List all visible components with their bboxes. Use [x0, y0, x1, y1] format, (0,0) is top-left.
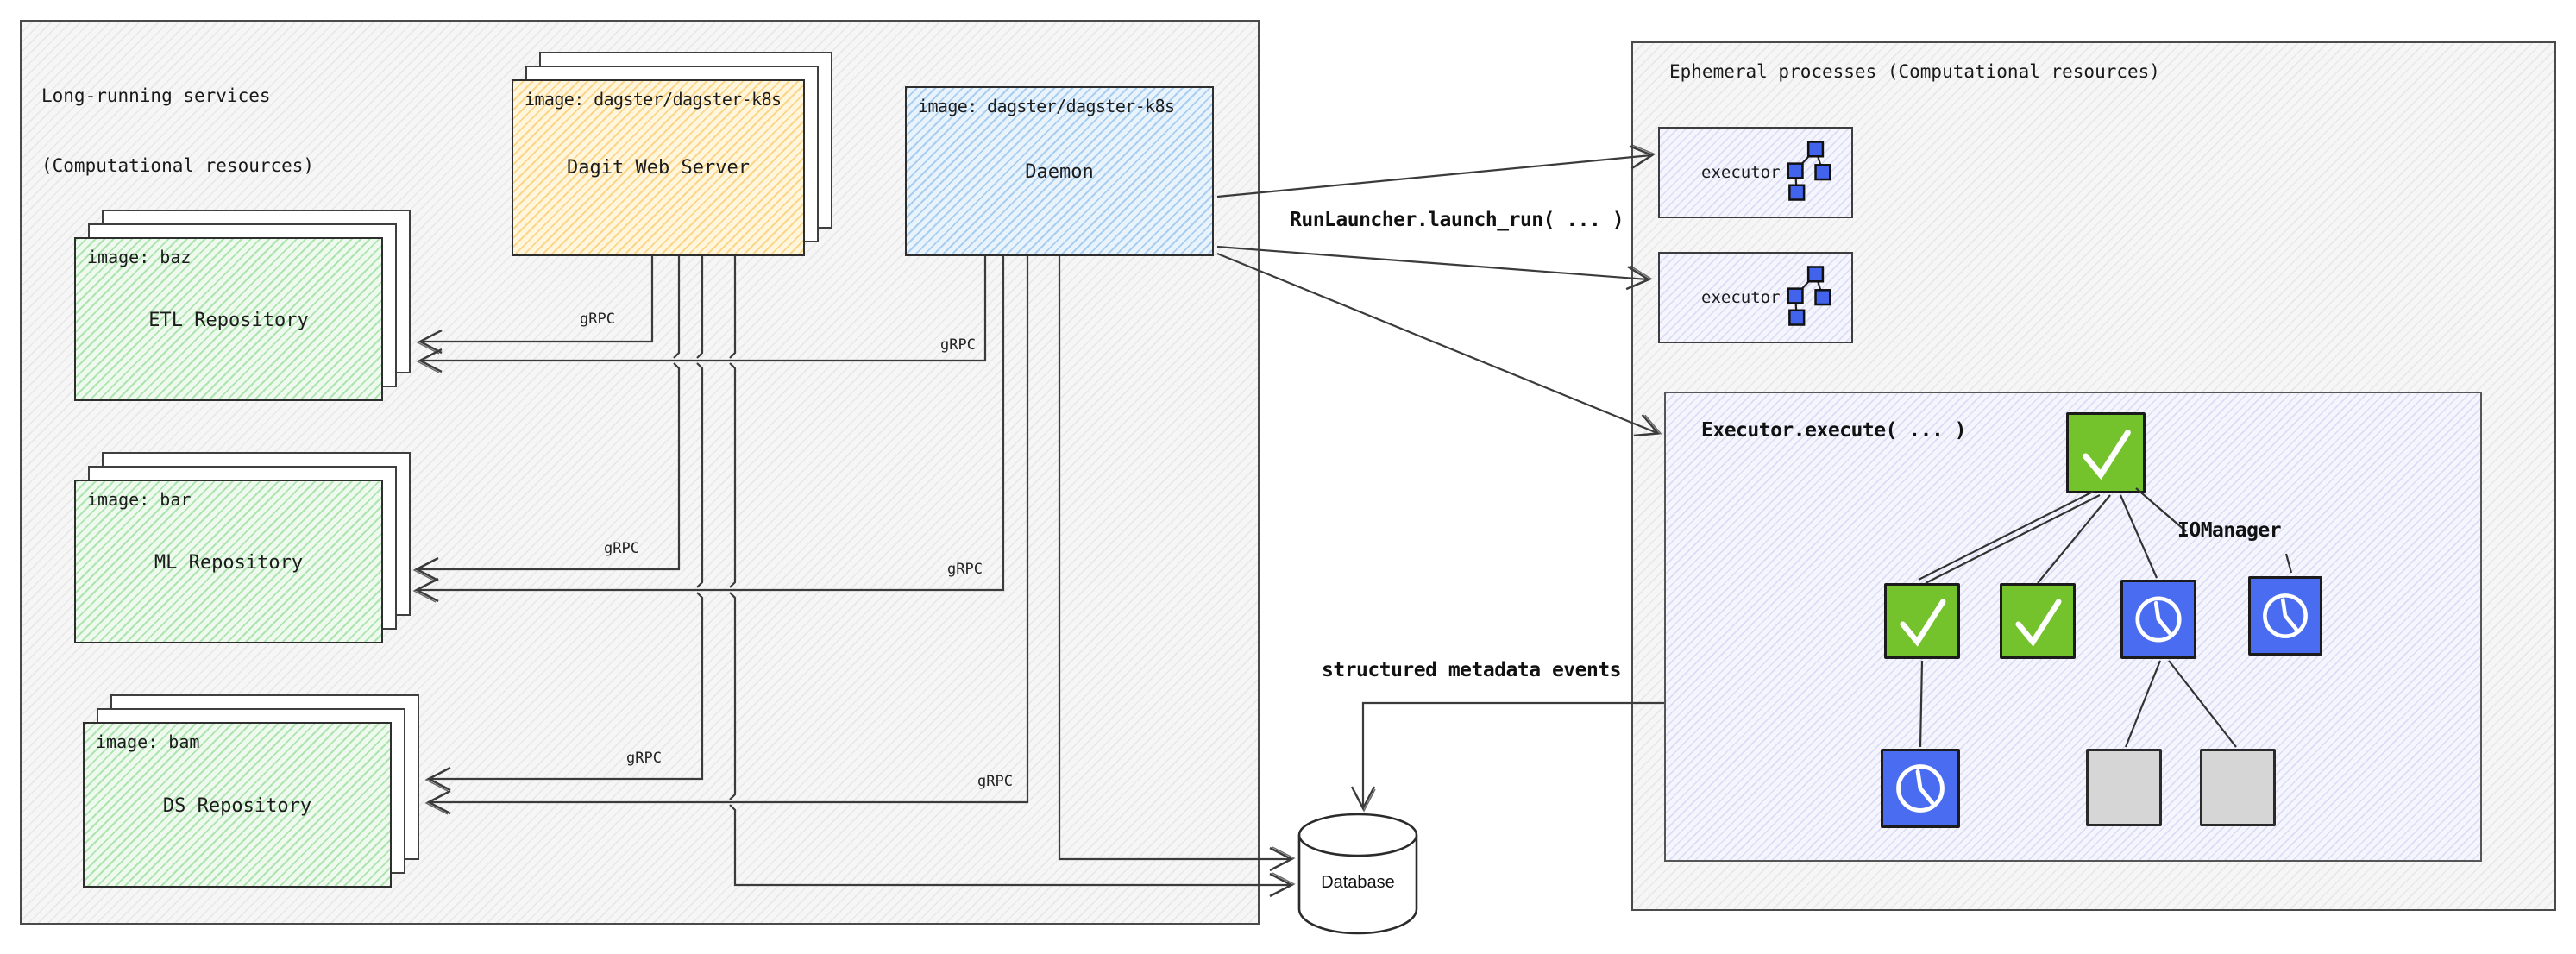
step-node-waiting [2120, 580, 2196, 659]
executor-box-1: executor [1658, 127, 1853, 218]
etl-name: ETL Repository [148, 309, 309, 331]
step-node-waiting [2248, 576, 2322, 656]
dagit-image-label: image: dagster/dagster-k8s [525, 89, 782, 110]
step-node-skipped [2200, 749, 2276, 826]
dagit-name: Dagit Web Server [567, 157, 750, 179]
mini-dag-icon [1782, 137, 1836, 208]
executor-box-2: executor [1658, 252, 1853, 343]
check-icon [1900, 599, 1946, 647]
ds-name: DS Repository [162, 794, 312, 817]
left-panel-title-line1: Long-running services [41, 85, 271, 106]
run-launcher-arrows [1216, 144, 1662, 437]
grpc-label: gRPC [940, 336, 976, 354]
right-panel-title: Ephemeral processes (Computational resou… [1669, 61, 2160, 82]
step-node-waiting [1881, 749, 1960, 828]
grpc-label: gRPC [580, 311, 615, 328]
grpc-label: gRPC [977, 773, 1013, 790]
left-panel-title: Long-running services (Computational res… [41, 38, 314, 224]
ml-image-label: image: bar [87, 489, 192, 510]
executor-label: executor [1701, 288, 1781, 307]
step-node-success [1884, 583, 1960, 659]
step-node-success [2000, 583, 2076, 659]
ml-name: ML Repository [154, 551, 304, 574]
metadata-events-connector [1350, 701, 1664, 813]
etl-image-label: image: baz [87, 247, 192, 267]
grpc-label: gRPC [947, 561, 983, 578]
database-label: Database [1321, 873, 1395, 892]
grpc-label: gRPC [604, 540, 639, 557]
clock-icon [1896, 764, 1945, 813]
step-node-skipped [2086, 749, 2162, 826]
clock-icon [2263, 593, 2308, 638]
check-icon [2083, 430, 2131, 480]
ml-repository-box: image: bar ML Repository [74, 480, 383, 643]
ds-repository-box: image: bam DS Repository [83, 722, 392, 888]
clock-icon [2135, 596, 2182, 643]
daemon-box: image: dagster/dagster-k8s Daemon [905, 86, 1214, 256]
etl-repository-box: image: baz ETL Repository [74, 237, 383, 401]
dagit-web-server-box: image: dagster/dagster-k8s Dagit Web Ser… [512, 79, 805, 256]
daemon-image-label: image: dagster/dagster-k8s [918, 96, 1175, 116]
io-manager-label: IOManager [2177, 519, 2282, 542]
daemon-name: Daemon [1025, 160, 1094, 183]
run-launcher-label: RunLauncher.launch_run( ... ) [1290, 209, 1624, 231]
mini-dag-icon [1782, 262, 1836, 333]
executor-label: executor [1701, 163, 1781, 182]
grpc-label: gRPC [626, 750, 662, 767]
metadata-events-label: structured metadata events [1322, 659, 1622, 681]
executor-execute-label: Executor.execute( ... ) [1701, 419, 1967, 442]
left-panel-title-line2: (Computational resources) [41, 155, 315, 176]
ds-image-label: image: bam [96, 731, 200, 752]
step-node-success [2066, 412, 2146, 493]
check-icon [2015, 599, 2062, 647]
